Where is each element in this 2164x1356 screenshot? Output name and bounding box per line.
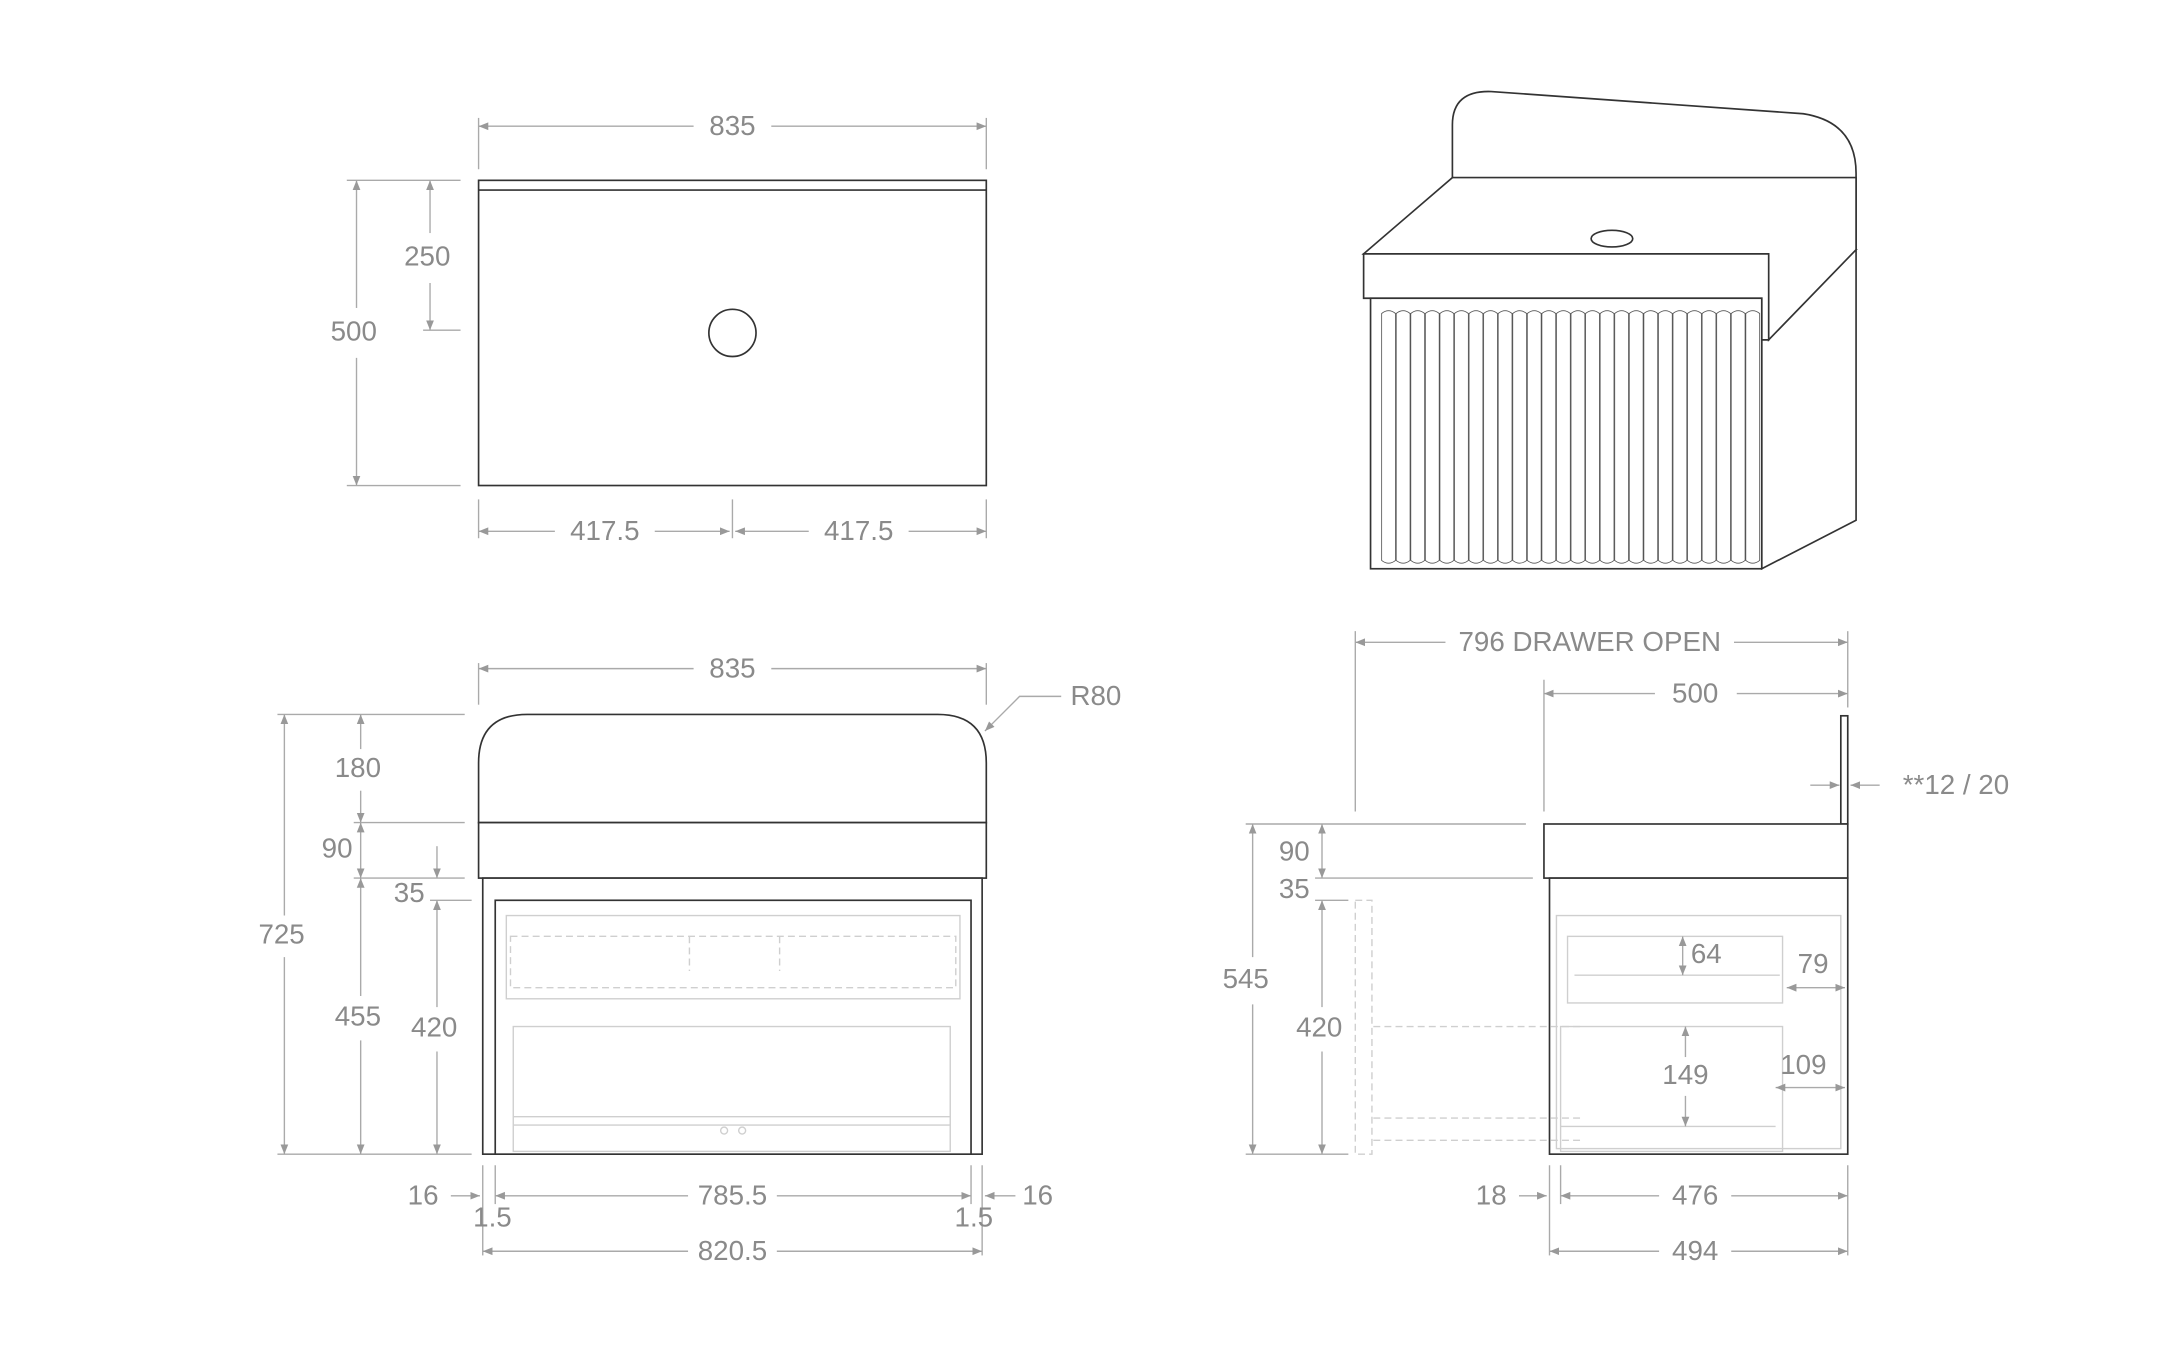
drawer-open-label: 796 DRAWER OPEN bbox=[1458, 626, 1721, 657]
half-right-label: 417.5 bbox=[824, 515, 893, 546]
flute bbox=[1585, 310, 1600, 564]
flute bbox=[1628, 310, 1644, 564]
upper-drawer-offset-label: 79 bbox=[1798, 948, 1829, 979]
flute bbox=[1395, 310, 1411, 564]
tap-hole bbox=[708, 308, 757, 358]
flute bbox=[1512, 310, 1528, 564]
flute bbox=[1570, 310, 1586, 564]
flute-lines bbox=[1381, 310, 1761, 564]
backsplash bbox=[477, 713, 988, 824]
radius-label: R80 bbox=[1070, 680, 1121, 711]
plan-width-label: 835 bbox=[709, 110, 755, 141]
side-right-label: 16 bbox=[1022, 1179, 1053, 1210]
gap-label: 35 bbox=[394, 877, 425, 908]
reveal-right-label: 1.5 bbox=[955, 1202, 994, 1233]
fluted-drawer-front bbox=[1369, 297, 1763, 570]
flute bbox=[1424, 310, 1440, 564]
flute bbox=[1381, 310, 1396, 564]
door-thickness-label: 18 bbox=[1476, 1179, 1507, 1210]
flute bbox=[1643, 310, 1659, 564]
door-height-label: 420 bbox=[411, 1012, 457, 1043]
perspective-view bbox=[1361, 90, 1858, 571]
flute bbox=[1541, 310, 1557, 564]
flute bbox=[1657, 310, 1673, 564]
splash-thickness-label: **12 / 20 bbox=[1903, 769, 2009, 800]
half-left-label: 417.5 bbox=[570, 515, 639, 546]
flute bbox=[1526, 310, 1542, 564]
flute bbox=[1439, 310, 1455, 564]
door-width-label: 785.5 bbox=[698, 1179, 767, 1210]
flute bbox=[1454, 310, 1469, 564]
front-width-label: 835 bbox=[709, 652, 755, 683]
flute bbox=[1483, 310, 1498, 564]
top-thickness-label: 90 bbox=[322, 833, 353, 864]
splash-height-label: 180 bbox=[335, 752, 381, 783]
side-total-height-label: 545 bbox=[1223, 963, 1269, 994]
side-door-height-label: 420 bbox=[1296, 1012, 1342, 1043]
vanity-top bbox=[477, 821, 988, 879]
reveal-left-label: 1.5 bbox=[473, 1202, 512, 1233]
inner-depth-label: 476 bbox=[1672, 1179, 1718, 1210]
lower-drawer-height-label: 149 bbox=[1662, 1059, 1708, 1090]
cabinet-width-label: 820.5 bbox=[698, 1235, 767, 1266]
flute bbox=[1687, 310, 1702, 564]
side-backsplash bbox=[1839, 714, 1849, 825]
side-top-thickness-label: 90 bbox=[1279, 835, 1310, 866]
flute bbox=[1716, 310, 1731, 564]
flute bbox=[1730, 310, 1746, 564]
flute bbox=[1556, 310, 1571, 564]
cabinet-height-label: 455 bbox=[335, 1001, 381, 1032]
flute bbox=[1701, 310, 1717, 564]
cabinet-depth-label: 494 bbox=[1672, 1235, 1718, 1266]
flute bbox=[1745, 310, 1761, 564]
side-depth-label: 500 bbox=[1672, 677, 1718, 708]
side-cabinet bbox=[1548, 877, 1849, 1155]
tap-hole-3d bbox=[1590, 229, 1634, 248]
flute bbox=[1672, 310, 1688, 564]
side-left-label: 16 bbox=[408, 1179, 439, 1210]
plan-depth-label: 500 bbox=[331, 315, 377, 346]
flute bbox=[1614, 310, 1629, 564]
side-top bbox=[1543, 823, 1849, 879]
total-height-label: 725 bbox=[258, 919, 304, 950]
lower-drawer-offset-label: 109 bbox=[1780, 1049, 1826, 1080]
flute bbox=[1497, 310, 1513, 564]
front-elevation: 835 R80 725 180 90 455 35 420 16 1.5 785… bbox=[258, 652, 1121, 1266]
side-elevation: 796 DRAWER OPEN 500 **12 / 20 90 35 545 … bbox=[1223, 626, 2010, 1266]
tap-offset-label: 250 bbox=[404, 240, 450, 271]
plan-view: 835 500 250 417.5 417.5 bbox=[331, 110, 988, 546]
flute bbox=[1410, 310, 1426, 564]
upper-drawer-height-label: 64 bbox=[1691, 938, 1722, 969]
flute bbox=[1468, 310, 1484, 564]
flute bbox=[1599, 310, 1615, 564]
side-gap-label: 35 bbox=[1279, 873, 1310, 904]
